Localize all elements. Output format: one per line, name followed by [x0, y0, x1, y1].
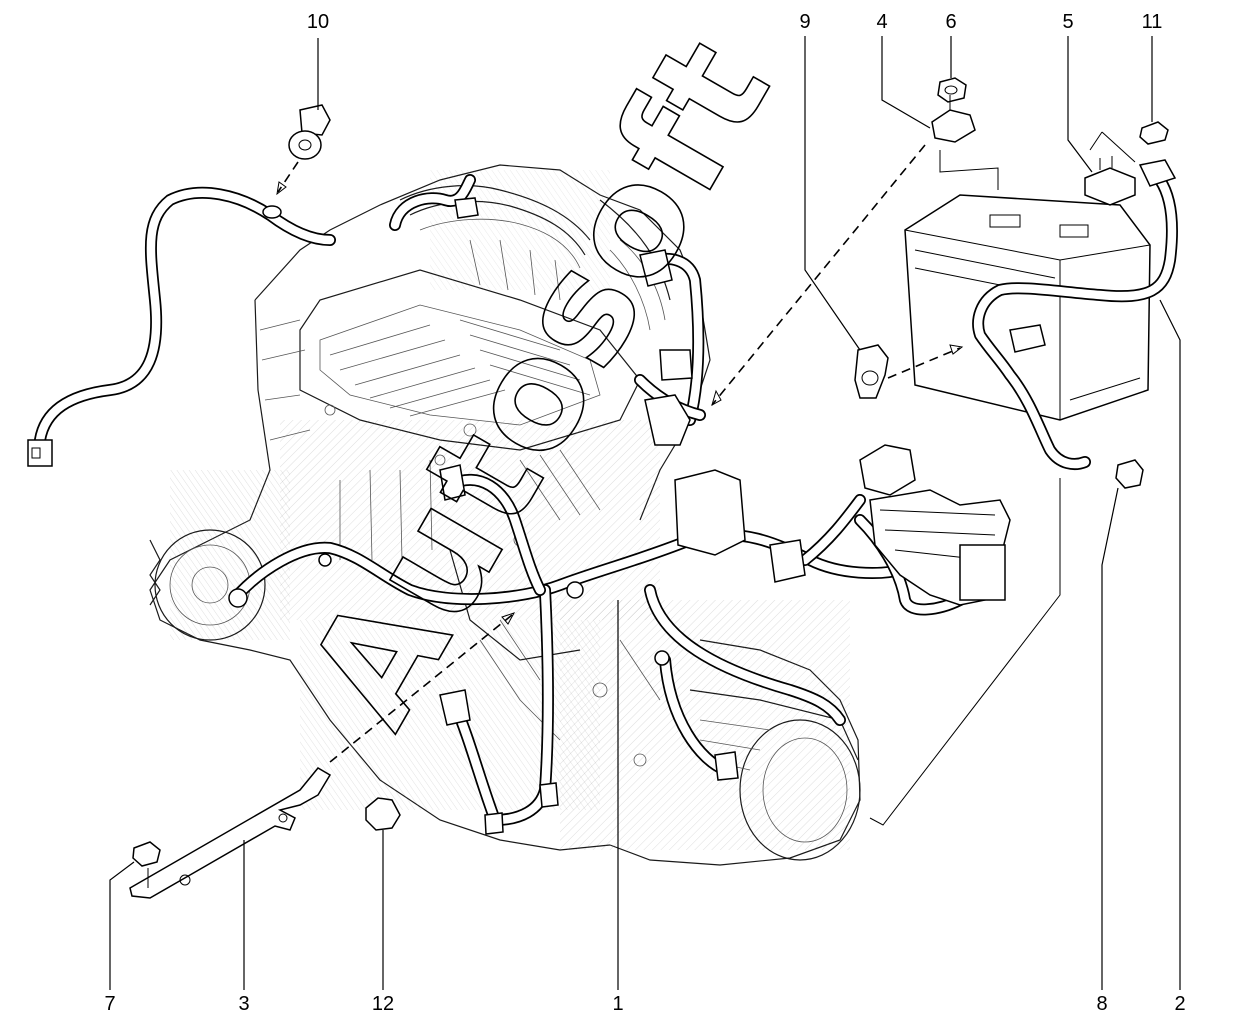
small-parts [129, 77, 1169, 899]
callout-6: 6 [945, 11, 956, 33]
callout-10: 10 [307, 11, 329, 33]
callout-5: 5 [1062, 11, 1073, 33]
callout-4: 4 [876, 11, 887, 33]
callout-8: 8 [1096, 993, 1107, 1015]
harness-10 [27, 104, 336, 467]
callout-11: 11 [1142, 11, 1163, 33]
callout-12: 12 [372, 993, 394, 1015]
callout-9: 9 [799, 11, 810, 33]
engine-block [149, 164, 861, 866]
callout-7: 7 [104, 993, 115, 1015]
battery-cable-2 [972, 159, 1178, 470]
leader-lines [109, 36, 1181, 990]
assembly-lines [276, 131, 1136, 826]
callout-1: 1 [612, 993, 623, 1015]
callout-3: 3 [238, 993, 249, 1015]
main-harness [228, 174, 1011, 835]
callout-2: 2 [1174, 993, 1185, 1015]
battery [904, 194, 1151, 421]
callouts: 10 9 4 6 5 11 7 3 12 1 8 2 [104, 11, 1185, 1015]
